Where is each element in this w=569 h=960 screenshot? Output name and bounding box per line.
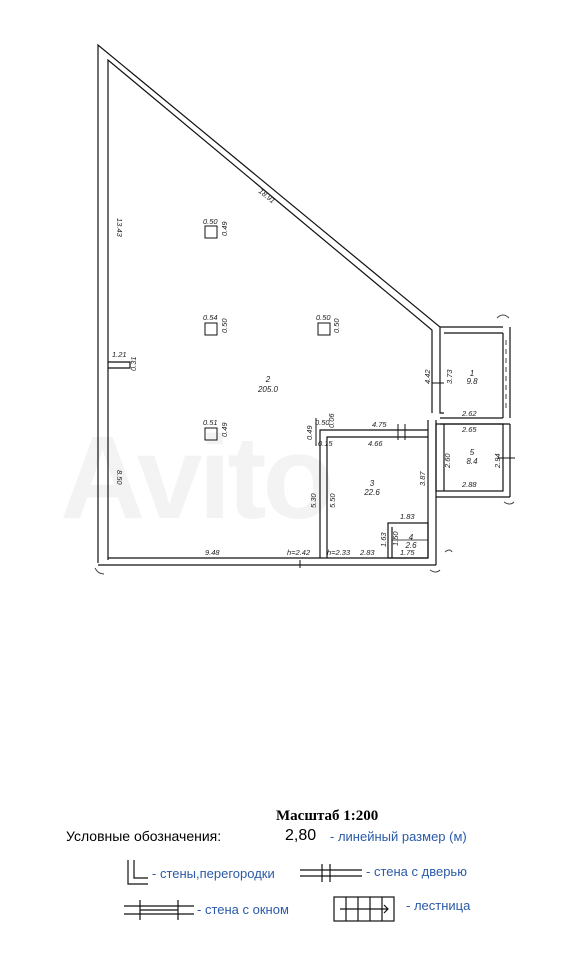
room5-area: 8.4 [466, 457, 478, 466]
room4 [387, 522, 429, 559]
left-column [108, 361, 131, 369]
dim-left-bottom: 8.50 [115, 470, 124, 485]
room4-num: 4 [409, 533, 414, 542]
room-labels: 1 9.8 2 205.0 3 22.6 4 2.6 5 8.4 [257, 369, 478, 550]
sample-dimension: 2,80 [285, 827, 317, 844]
legend-stairs: - лестница [406, 898, 471, 913]
walls [97, 43, 511, 566]
svg-text:0.49: 0.49 [220, 221, 229, 236]
dim-room1-bottom: 2.62 [461, 409, 477, 418]
legend-title: Условные обозначения: [66, 828, 222, 844]
dim-nib-6: 0.06 [327, 413, 336, 428]
room5-num: 5 [470, 448, 475, 457]
height-1: h=2.42 [287, 548, 311, 557]
dim-room3-bottom: 2.83 [359, 548, 375, 557]
column-2 [204, 322, 218, 336]
column-4 [204, 427, 218, 441]
svg-text:0.54: 0.54 [203, 313, 218, 322]
legend-door-wall: - стена с дверью [366, 864, 467, 879]
room3-wall [319, 429, 428, 558]
legend-linear: - линейный размер (м) [330, 829, 467, 844]
svg-text:0.49: 0.49 [220, 422, 229, 437]
dim-bottom: 9.48 [205, 548, 220, 557]
dim-stub-w: 1.21 [112, 350, 127, 359]
columns [204, 225, 331, 441]
walls-symbol-icon [127, 860, 148, 885]
room3-area: 22.6 [363, 488, 380, 497]
dim-nib-h: 0.49 [305, 425, 314, 440]
outer-wall-inner [107, 58, 433, 560]
column-3 [317, 322, 331, 336]
dim-room3-left-in: 5.50 [328, 493, 337, 508]
dim-nib-15: 0.15 [318, 439, 333, 448]
dim-room1-in: 3.73 [445, 369, 454, 384]
dim-room4-left-in: 1.50 [391, 531, 400, 546]
dim-room5-top: 2.65 [461, 425, 477, 434]
dim-room3-left-out: 5.30 [309, 493, 318, 508]
svg-text:0.51: 0.51 [203, 418, 218, 427]
dim-room5-bottom: 2.88 [461, 480, 477, 489]
svg-text:0.50: 0.50 [203, 217, 218, 226]
legend-walls: - стены,перегородки [152, 866, 275, 881]
door-symbols [299, 382, 515, 568]
dim-stub-h: 0.31 [129, 356, 138, 371]
column-labels: 0.50 0.49 0.54 0.50 0.50 0.50 0.51 0.49 [203, 217, 341, 437]
window-wall-symbol-icon [124, 900, 194, 920]
height-2: h=2.33 [327, 548, 351, 557]
dim-room4-bottom: 1.75 [400, 548, 415, 557]
dim-room5-right: 2.94 [493, 453, 502, 469]
dim-room1-left: 4.42 [423, 369, 432, 384]
svg-text:0.50: 0.50 [220, 318, 229, 333]
legend-window-wall: - стена с окном [197, 902, 289, 917]
room3-num: 3 [370, 479, 375, 488]
column-1 [204, 225, 218, 239]
window-markers [94, 314, 515, 575]
room4-area: 2.6 [404, 541, 417, 550]
floor-plan: 0.50 0.49 0.54 0.50 0.50 0.50 0.51 0.49 … [94, 43, 515, 575]
room1-area: 9.8 [466, 377, 478, 386]
dim-room3-right: 3.87 [418, 471, 427, 486]
scale-label: Масштаб 1:200 [276, 808, 379, 824]
svg-text:0.50: 0.50 [332, 318, 341, 333]
dim-room4-left-out: 1.63 [379, 532, 388, 547]
door-wall-symbol-icon [300, 864, 362, 882]
dimension-labels: 13.43 18.91 1.21 0.31 8.50 9.48 h=2.42 h… [112, 187, 502, 557]
dim-room5-left: 2.60 [443, 453, 452, 469]
avito-watermark: Avito [60, 410, 335, 546]
dim-room3-top-in: 4.66 [368, 439, 383, 448]
dim-left-top: 13.43 [115, 218, 124, 238]
room1-num: 1 [470, 369, 474, 378]
stairs-symbol-icon [333, 896, 395, 922]
outer-wall-outer [97, 43, 444, 563]
room2-num: 2 [265, 375, 271, 384]
dim-room3-top-out: 4.75 [372, 420, 387, 429]
svg-text:0.50: 0.50 [316, 313, 331, 322]
dim-room4-top: 1.83 [400, 512, 415, 521]
legend-symbols [124, 860, 395, 922]
room2-area: 205.0 [257, 385, 279, 394]
dim-nib-w: 0.50 [315, 418, 330, 427]
